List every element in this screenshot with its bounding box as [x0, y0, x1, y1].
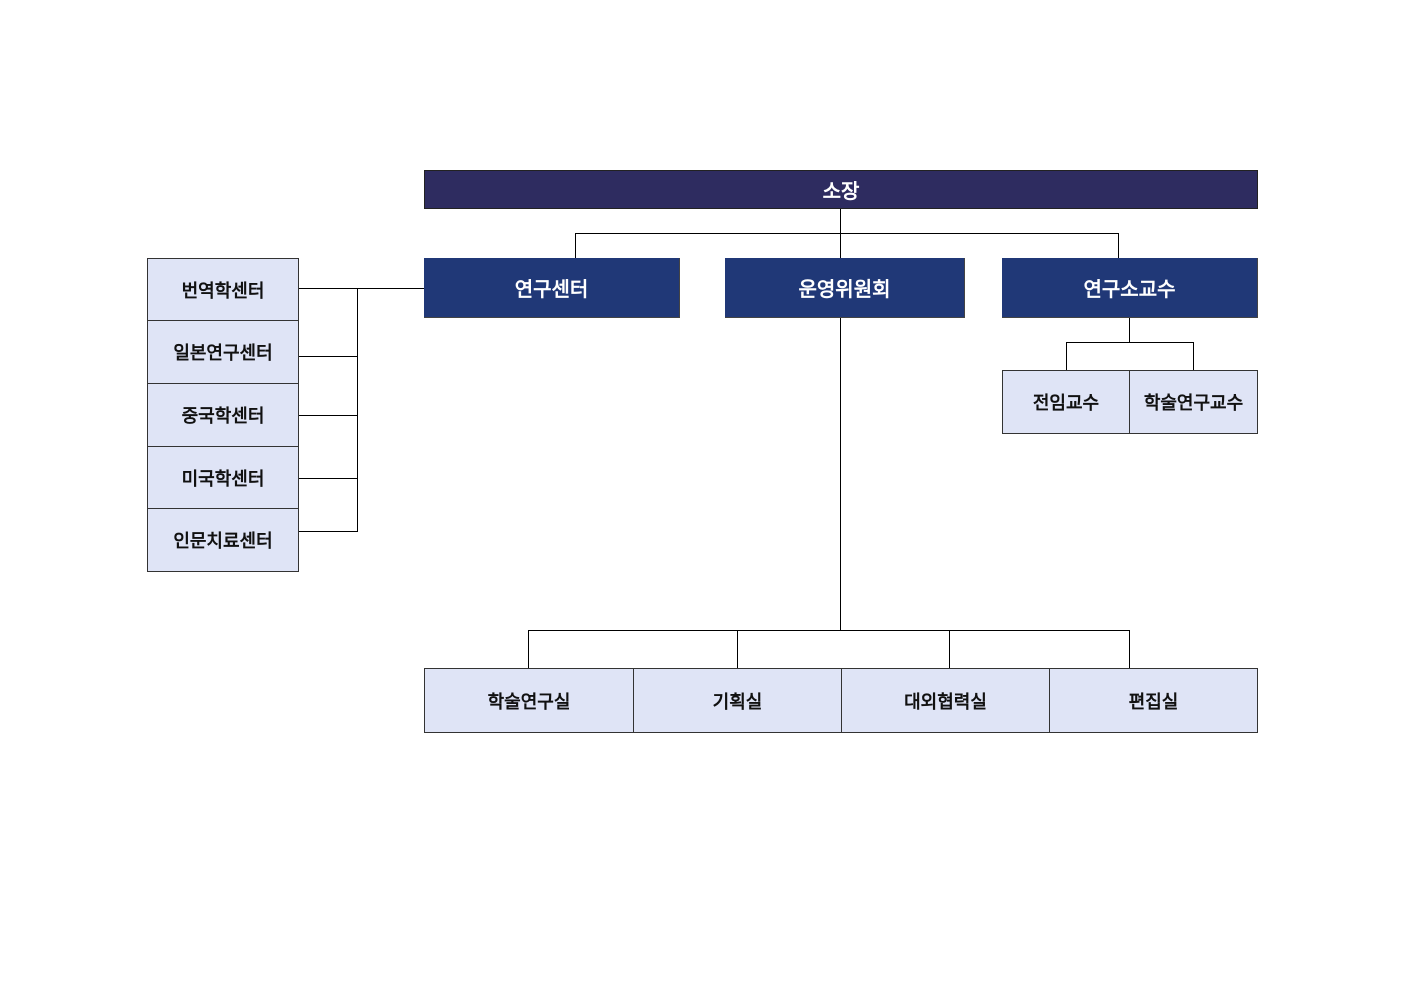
center-box-america: 미국학센터	[147, 446, 299, 509]
connector-line	[1193, 342, 1194, 371]
connector-line	[575, 233, 1119, 234]
center-box-china: 중국학센터	[147, 383, 299, 447]
office-box-academic-research: 학술연구실	[424, 668, 634, 733]
center-box-japan: 일본연구센터	[147, 320, 299, 384]
connector-line	[298, 478, 358, 479]
connector-line	[1066, 342, 1194, 343]
faculty-box: 연구소교수	[1002, 258, 1258, 318]
connector-line	[298, 415, 358, 416]
connector-line	[575, 233, 576, 258]
connector-line	[357, 288, 358, 532]
director-box: 소장	[424, 170, 1258, 209]
office-box-editorial: 편집실	[1049, 668, 1258, 733]
research-faculty-box: 학술연구교수	[1129, 370, 1258, 434]
connector-line	[840, 233, 841, 258]
center-box-translation: 번역학센터	[147, 258, 299, 321]
full-time-faculty-box: 전임교수	[1002, 370, 1130, 434]
connector-line	[1066, 342, 1067, 371]
connector-line	[298, 531, 358, 532]
connector-line	[1118, 233, 1119, 258]
connector-line	[528, 630, 1130, 631]
connector-line	[298, 288, 424, 289]
office-box-planning: 기획실	[633, 668, 842, 733]
connector-line	[840, 317, 841, 631]
connector-line	[1129, 630, 1130, 669]
center-box-humanities-therapy: 인문치료센터	[147, 508, 299, 572]
connector-line	[949, 630, 950, 669]
steering-committee-box: 운영위원회	[725, 258, 965, 318]
research-center-box: 연구센터	[424, 258, 680, 318]
connector-line	[840, 208, 841, 234]
connector-line	[298, 356, 358, 357]
office-box-external-relations: 대외협력실	[841, 668, 1050, 733]
connector-line	[737, 630, 738, 669]
connector-line	[1129, 317, 1130, 343]
connector-line	[528, 630, 529, 669]
